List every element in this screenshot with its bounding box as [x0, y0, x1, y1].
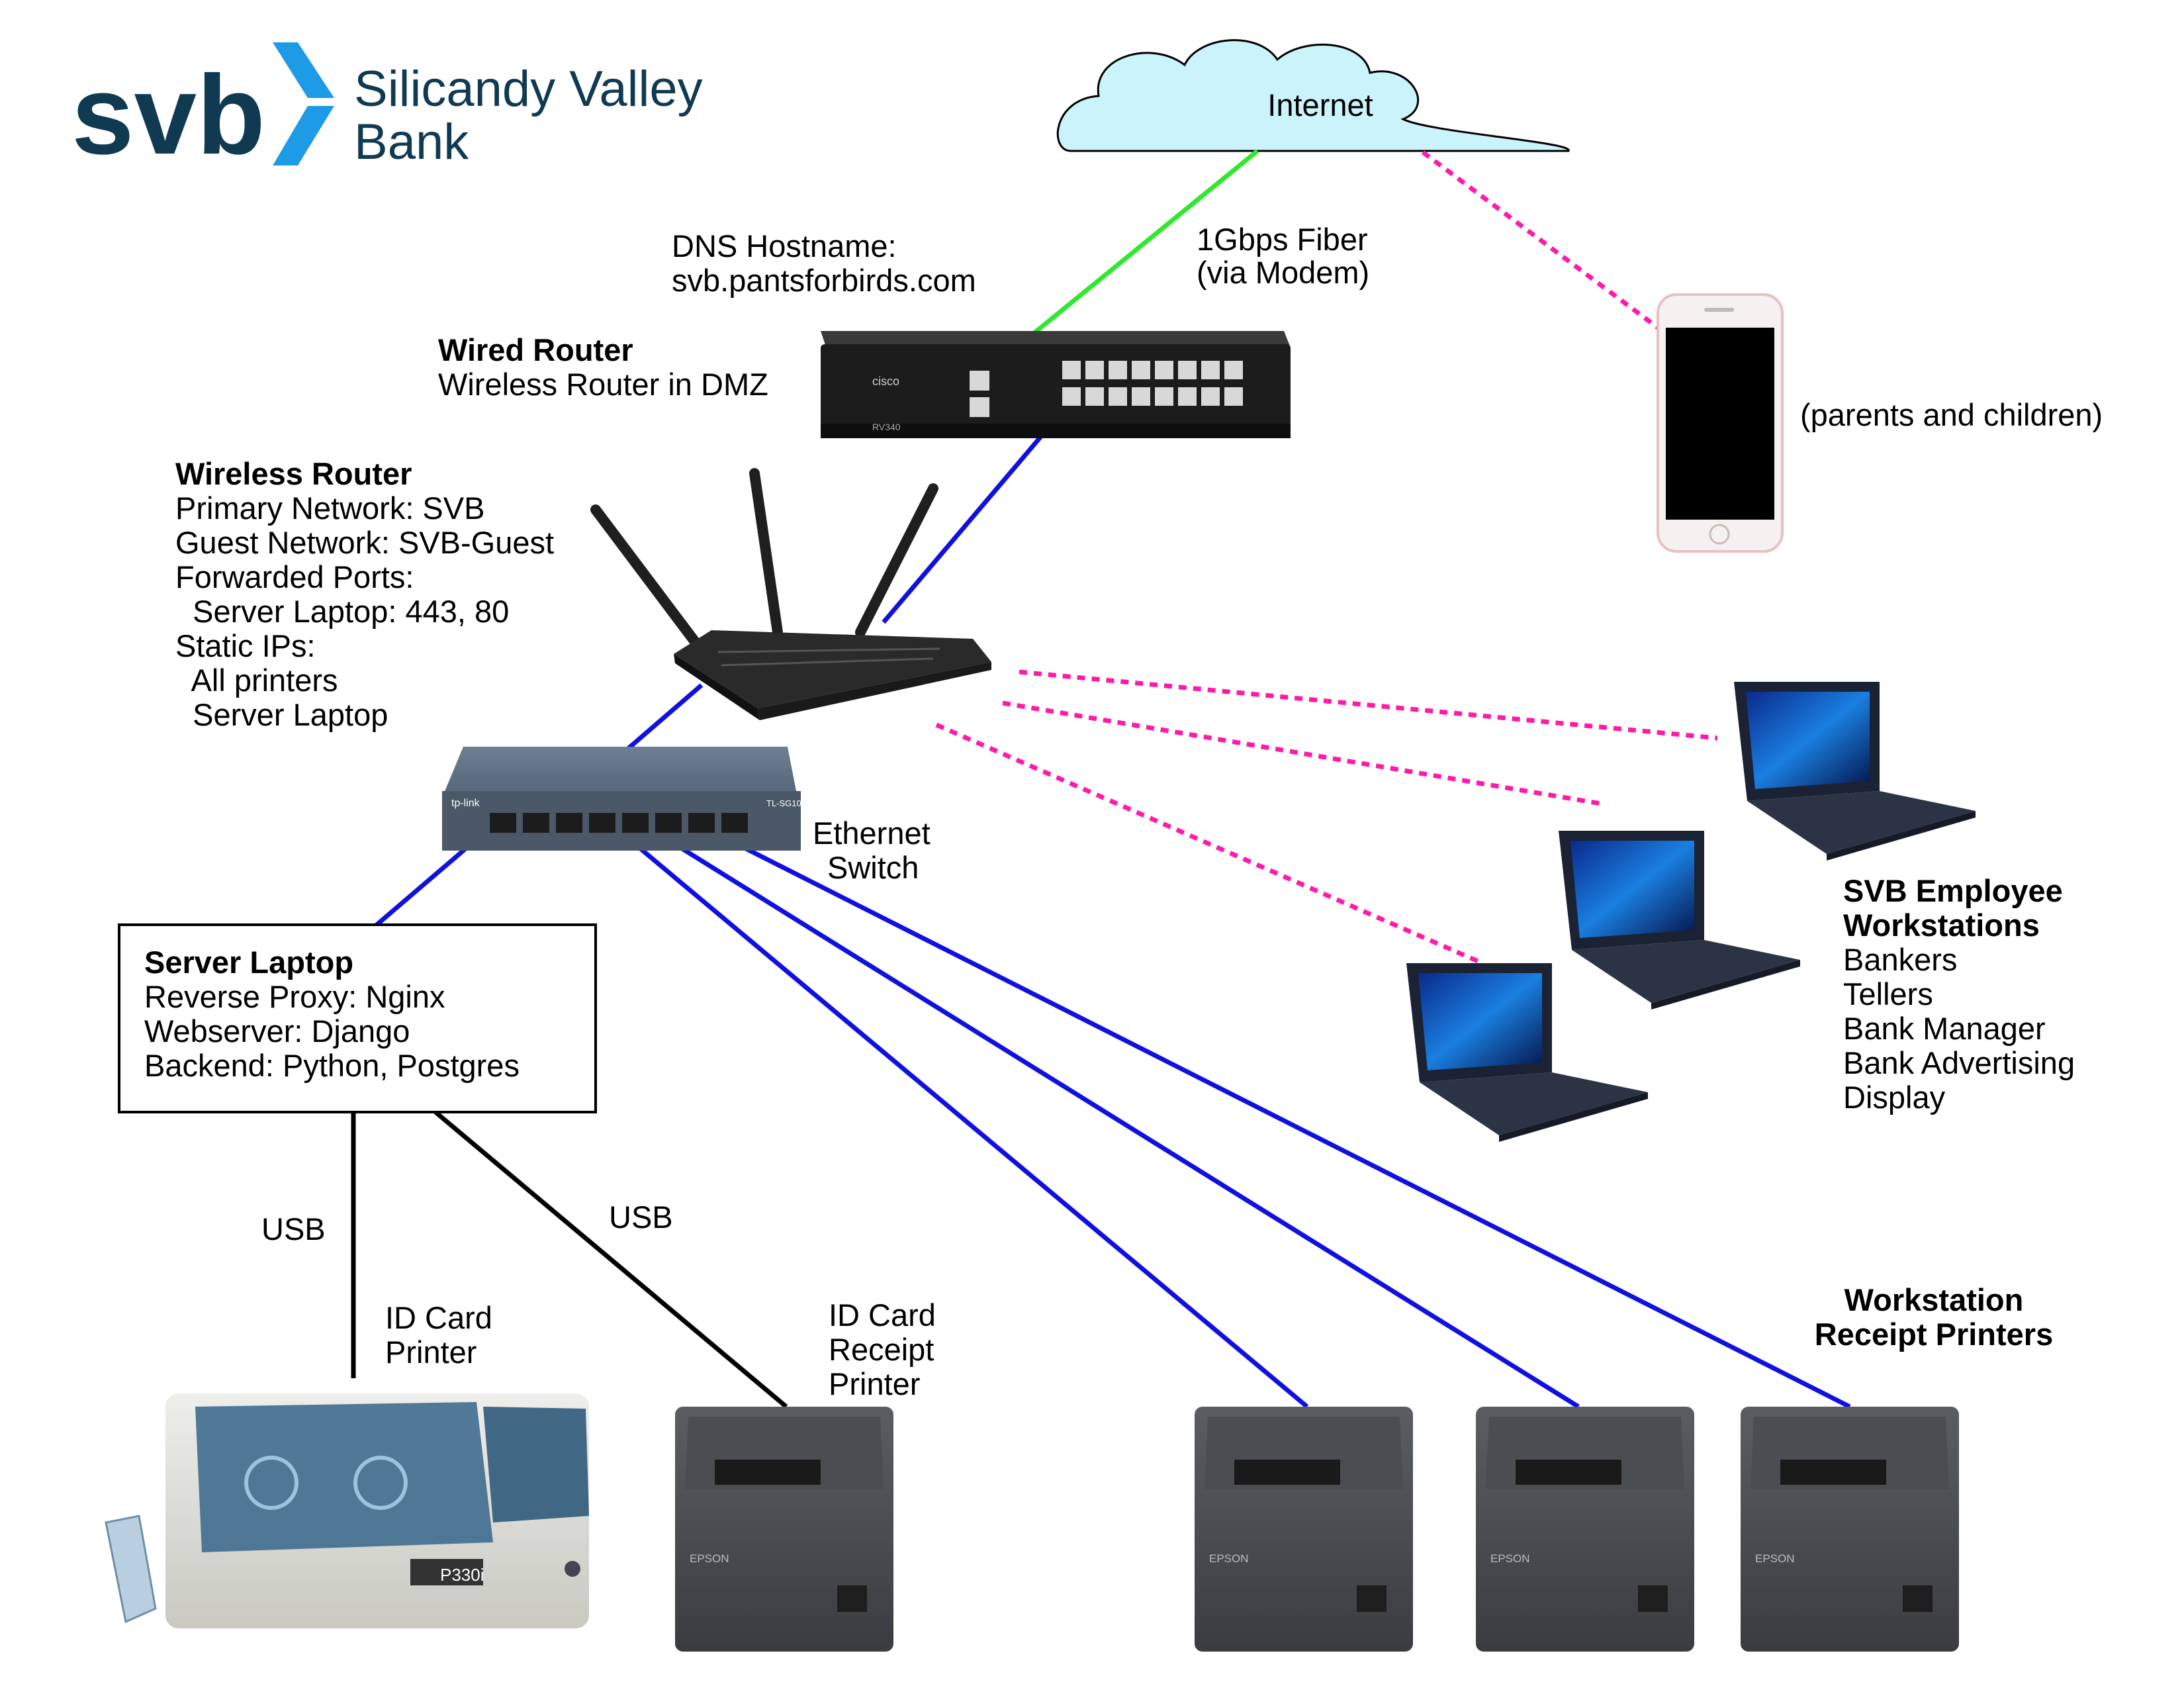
router-brand-text: cisco — [872, 375, 899, 388]
wired-router-title: Wired Router — [438, 332, 633, 367]
logo-chevron-icon — [273, 42, 334, 165]
dns-value: svb.pantsforbirds.com — [672, 263, 976, 298]
server-laptop-line-3: Backend: Python, Postgres — [144, 1048, 520, 1083]
fiber-label-line2: (via Modem) — [1197, 255, 1369, 290]
server-laptop-box — [118, 923, 597, 1113]
id-card-printer-label-line1: ID Card — [385, 1300, 492, 1335]
wired-router-subtitle: Wireless Router in DMZ — [438, 367, 768, 402]
router-port-icons — [970, 361, 1243, 417]
id-printer-model-text: P330i — [440, 1565, 484, 1585]
phone-caption: (parents and children) — [1800, 397, 2103, 432]
wireless-router-line-7: Server Laptop — [175, 697, 388, 732]
wireless-link-laptop-1 — [1019, 669, 1718, 741]
workstations-item-1: Bankers — [1843, 942, 1957, 977]
workstations-label: SVB Employee Workstations Bankers Teller… — [1843, 873, 2075, 1115]
internet-label: Internet — [1267, 87, 1373, 122]
laptop-icon-1 — [1734, 682, 1976, 861]
server-laptop-title: Server Laptop — [144, 945, 353, 980]
workstations-item-4: Bank Advertising — [1843, 1045, 2075, 1080]
id-card-printer-label-line2: Printer — [385, 1335, 477, 1370]
wireless-router-line-6: All printers — [175, 663, 338, 698]
switch-label-line1: Ethernet — [813, 816, 931, 851]
switch-model-text: TL-SG108 — [766, 798, 806, 808]
workstation-printer-brand-3: EPSON — [1755, 1552, 1795, 1565]
wireless-router-label: Wireless Router Primary Network: SVB Gue… — [175, 456, 554, 732]
wireless-router-line-2: Guest Network: SVB-Guest — [175, 525, 554, 560]
switch-brand-text: tp-link — [451, 798, 480, 809]
svb-logo: svb Silicandy Valley Bank — [71, 42, 703, 178]
server-laptop-line-2: Webserver: Django — [144, 1013, 410, 1049]
workstations-item-3: Bank Manager — [1843, 1011, 2046, 1046]
receipt-printer-workstation-2: EPSON — [1476, 1407, 1694, 1652]
laptop-icon-2 — [1559, 831, 1800, 1009]
laptop-icon-3 — [1406, 963, 1648, 1142]
wireless-link-phone — [1421, 150, 1660, 330]
wireless-router-title: Wireless Router — [175, 456, 412, 491]
switch-port-icons — [490, 813, 748, 833]
internet-cloud-icon: Internet — [1056, 39, 1570, 152]
server-laptop-line-1: Reverse Proxy: Nginx — [144, 979, 445, 1014]
ethernet-switch-to-printer-3 — [687, 817, 1851, 1409]
receipt-printer-label-line2: Receipt — [829, 1332, 934, 1367]
id-card-printer-device: P330i — [105, 1393, 589, 1628]
receipt-printer-label-line3: Printer — [829, 1366, 920, 1401]
usb-link-receipt-printer — [433, 1110, 788, 1409]
ethernet-switch-to-printer-2 — [634, 818, 1580, 1409]
wireless-router-line-4: Server Laptop: 443, 80 — [175, 594, 509, 629]
workstations-title-line1: SVB Employee — [1843, 873, 2063, 908]
wired-router-device: cisco RV340 — [821, 331, 1291, 438]
switch-label-line2: Switch — [827, 850, 919, 885]
workstations-item-5: Display — [1843, 1080, 1946, 1115]
server-laptop-label: Server Laptop Reverse Proxy: Nginx Webse… — [144, 945, 520, 1083]
logo-short-text: svb — [71, 52, 265, 178]
logo-name-line1: Silicandy Valley — [354, 61, 703, 117]
usb-label-1: USB — [261, 1211, 326, 1246]
workstation-printer-brand-1: EPSON — [1209, 1552, 1249, 1565]
wireless-router-device — [590, 468, 991, 720]
dns-label: DNS Hostname: — [672, 228, 897, 263]
receipt-printer-id-card: EPSON — [675, 1407, 893, 1652]
wireless-link-laptop-3 — [935, 722, 1484, 966]
smartphone-icon — [1657, 293, 1784, 553]
receipt-printer-workstation-1: EPSON — [1195, 1407, 1413, 1652]
workstation-printer-brand-2: EPSON — [1490, 1552, 1530, 1565]
workstations-title-line2: Workstations — [1843, 908, 2040, 943]
fiber-label-line1: 1Gbps Fiber — [1197, 222, 1368, 257]
wireless-router-line-3: Forwarded Ports: — [175, 559, 414, 594]
wireless-router-line-1: Primary Network: SVB — [175, 491, 484, 526]
receipt-printer-label-line1: ID Card — [829, 1297, 936, 1333]
workstations-item-2: Tellers — [1843, 976, 1933, 1011]
ethernet-switch-to-printer-1 — [604, 818, 1309, 1409]
workstation-printers-label-line2: Receipt Printers — [1815, 1317, 2053, 1352]
workstation-printers-label-line1: Workstation — [1844, 1282, 2024, 1317]
logo-name-line2: Bank — [354, 114, 469, 170]
usb-label-2: USB — [609, 1199, 673, 1235]
ethernet-switch-device: tp-link TL-SG108 — [442, 747, 806, 851]
receipt-printer-workstation-3: EPSON — [1741, 1407, 1959, 1652]
wireless-router-line-5: Static IPs: — [175, 628, 316, 663]
receipt-printer-brand: EPSON — [690, 1552, 729, 1565]
router-model-text: RV340 — [872, 422, 901, 432]
